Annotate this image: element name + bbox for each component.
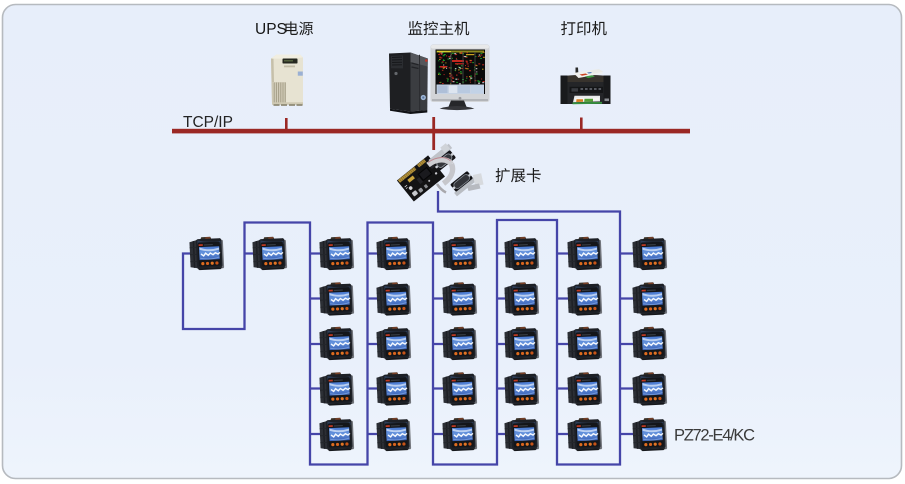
svg-text:PZ72-E4/KC: PZ72-E4/KC bbox=[674, 427, 755, 445]
svg-text:TCP/IP: TCP/IP bbox=[183, 114, 233, 131]
svg-text:UPS: UPS bbox=[255, 21, 287, 38]
